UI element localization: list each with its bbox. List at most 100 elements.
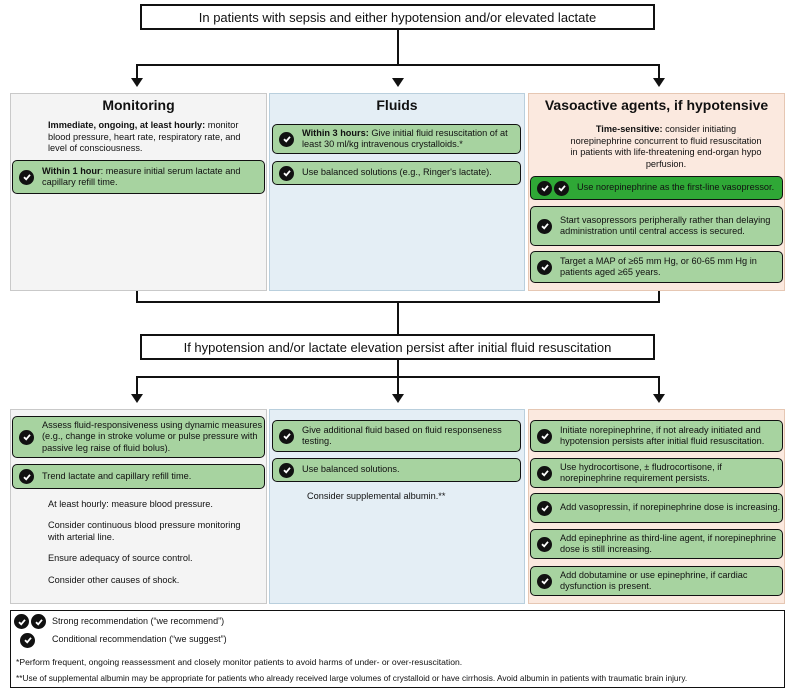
persist-monitoring-text1: At least hourly: measure blood pressure. [48,499,213,509]
arrow-down-icon [653,78,665,87]
conditional-check-icons [537,428,552,444]
check-circle-icon [537,218,552,234]
monitoring-title: Monitoring [102,97,175,113]
header-persist: If hypotension and/or lactate elevation … [140,334,655,360]
rec-vasoactive-3-text: Target a MAP of ≥65 mm Hg, or 60-65 mm H… [560,255,757,278]
rec-monitoring-1-rest: : measure initial serum lactate and capi… [42,165,241,188]
panel-fluids [269,93,525,291]
rec-persist-vasoactive-5: Add dobutamine or use epinephrine, if ca… [530,566,783,596]
connector-v-left1 [136,64,138,78]
rec-vasoactive-2: Start vasopressors peripherally rather t… [530,206,783,246]
rec-fluids-1-rest: Give initial fluid resuscitation of at l… [302,127,508,150]
monitoring-para-text: monitor blood pressure, heart rate, resp… [48,120,241,153]
header-initial-text: In patients with sepsis and either hypot… [198,9,597,25]
legend-box [10,610,785,688]
conditional-check-icons [279,462,294,478]
arrow-down-icon [131,78,143,87]
connector-v-top [397,30,399,66]
vasoactive-para: Time-sensitive: consider initiating nore… [566,124,766,170]
rec-persist-vasoactive-1-text: Initiate norepinephrine, if not already … [560,424,765,447]
fluids-title: Fluids [376,97,418,113]
connector-v-mid [397,301,399,335]
header-initial: In patients with sepsis and either hypot… [140,4,655,30]
conditional-check-icons [279,131,294,147]
rec-persist-vasoactive-2-text: Use hydrocortisone, ± fludrocortisone, i… [560,461,722,484]
legend-conditional-icon [20,632,35,650]
rec-persist-fluids-1: Give additional fluid based on fluid res… [272,420,521,452]
check-circle-icon [279,428,294,444]
check-circle-icon [20,632,35,648]
rec-persist-vasoactive-3-text: Add vasopressin, if norepinephrine dose … [560,502,781,513]
conditional-check-icons [279,428,294,444]
vasoactive-title: Vasoactive agents, if hypotensive [544,97,769,113]
connector-v-right3 [658,376,660,394]
rec-persist-vasoactive-3: Add vasopressin, if norepinephrine dose … [530,493,783,523]
conditional-check-icons [537,536,552,552]
rec-persist-vasoactive-2: Use hydrocortisone, ± fludrocortisone, i… [530,458,783,488]
connector-v-left3 [136,376,138,394]
rec-persist-monitoring-1-text: Assess fluid-responsiveness using dynami… [42,419,263,453]
conditional-check-icons [537,573,552,589]
rec-monitoring-1-bold: Within 1 hour [42,165,101,176]
rec-fluids-1: Within 3 hours: Give initial fluid resus… [272,124,521,154]
vasoactive-para-bold: Time-sensitive: [595,124,663,134]
check-circle-icon [537,500,552,516]
rec-persist-fluids-2-text: Use balanced solutions. [302,464,400,475]
connector-v-right1 [658,64,660,78]
conditional-check-icons [537,218,552,234]
check-circle-icon [279,462,294,478]
rec-vasoactive-2-text: Start vasopressors peripherally rather t… [560,214,771,237]
arrow-down-icon [392,78,404,87]
rec-monitoring-1-text: Within 1 hour: measure initial serum lac… [42,166,264,189]
legend-strong-icons [14,614,46,629]
check-circle-icon [19,469,34,484]
arrow-down-icon [653,394,665,403]
rec-persist-monitoring-2-text: Trend lactate and capillary refill time. [42,470,192,481]
check-circle-icon [537,573,552,589]
rec-persist-monitoring-2: Trend lactate and capillary refill time. [12,464,265,489]
rec-persist-fluids-2: Use balanced solutions. [272,458,521,482]
check-circle-icon [537,465,552,481]
legend-strong-text: Strong recommendation (“we recommend”) [52,616,225,626]
persist-monitoring-text4: Consider other causes of shock. [48,575,180,585]
rec-fluids-2-text: Use balanced solutions (e.g., Ringer's l… [302,167,492,178]
vasoactive-para-text: consider initiating norepinephrine concu… [570,124,762,169]
connector-v-left2 [136,291,138,303]
check-circle-icon [19,169,34,185]
legend-conditional-text: Conditional recommendation (“we suggest”… [52,634,227,644]
rec-fluids-1-text: Within 3 hours: Give initial fluid resus… [302,128,520,151]
header-persist-text: If hypotension and/or lactate elevation … [183,339,612,355]
monitoring-para-bold: Immediate, ongoing, at least hourly: [48,120,206,130]
rec-persist-vasoactive-5-text: Add dobutamine or use epinephrine, if ca… [560,569,748,592]
check-circle-icon [554,180,569,196]
connector-v-right2 [658,291,660,303]
conditional-check-icons [537,500,552,516]
check-circle-icon [537,259,552,275]
conditional-check-icons [537,465,552,481]
check-circle-icon [19,429,34,445]
monitoring-para: Immediate, ongoing, at least hourly: mon… [48,120,258,155]
persist-monitoring-text2: Consider continuous blood pressure monit… [48,520,241,542]
conditional-check-icons [19,429,34,445]
rec-vasoactive-1: Use norepinephrine as the first-line vas… [530,176,783,200]
legend-footnote-2: **Use of supplemental albumin may be app… [16,673,688,683]
check-circle-icon [279,165,294,181]
rec-persist-vasoactive-4: Add epinephrine as third-line agent, if … [530,529,783,559]
rec-vasoactive-1-text: Use norepinephrine as the first-line vas… [577,182,775,193]
rec-persist-vasoactive-1: Initiate norepinephrine, if not already … [530,420,783,452]
check-circle-icon [31,614,46,629]
connector-h-low [136,376,660,378]
legend-footnote-1: *Perform frequent, ongoing reassessment … [16,657,463,667]
persist-monitoring-text3: Ensure adequacy of source control. [48,553,193,563]
arrow-down-icon [131,394,143,403]
connector-v-mid2 [397,360,399,396]
rec-monitoring-1: Within 1 hour: measure initial serum lac… [12,160,265,194]
rec-vasoactive-3: Target a MAP of ≥65 mm Hg, or 60-65 mm H… [530,251,783,283]
strong-check-icons [537,180,569,196]
check-circle-icon [537,536,552,552]
conditional-check-icons [19,169,34,185]
rec-persist-fluids-1-text: Give additional fluid based on fluid res… [302,424,502,447]
arrow-down-icon [392,394,404,403]
conditional-check-icons [537,259,552,275]
persist-fluids-text1: Consider supplemental albumin.** [307,491,446,501]
